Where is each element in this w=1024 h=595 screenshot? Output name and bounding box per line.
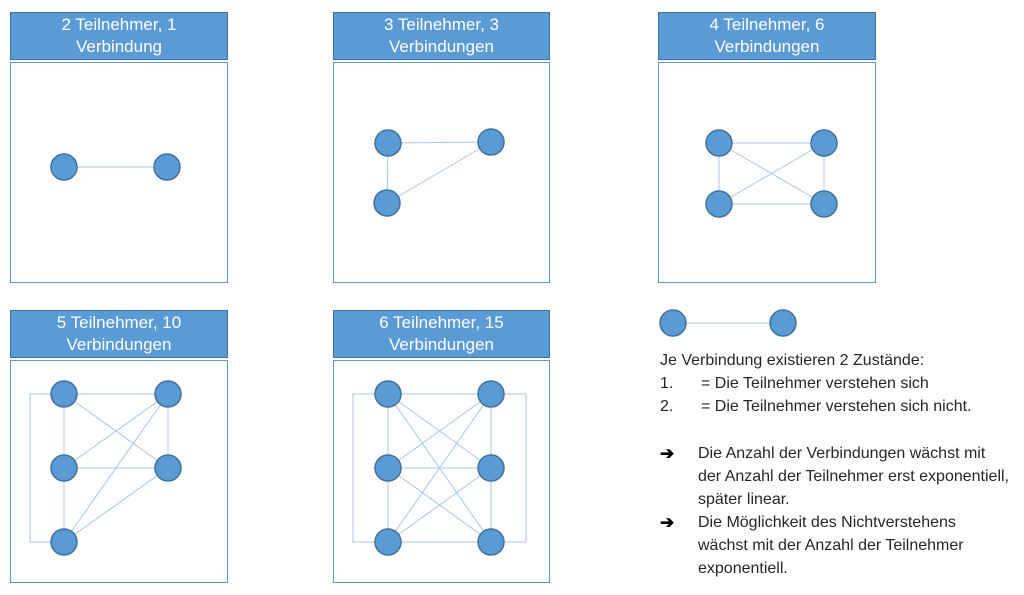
participant-node bbox=[50, 528, 78, 556]
connection-line bbox=[387, 393, 492, 543]
connection-line bbox=[63, 393, 169, 543]
participant-node bbox=[153, 153, 181, 181]
panel-title-line-1: 6 Teilnehmer, 15 bbox=[379, 313, 504, 332]
participant-node bbox=[477, 528, 505, 556]
arrow-bullet-2: ➔ Die Möglichkeit des Nichtverstehens wä… bbox=[660, 511, 1012, 580]
numbered-item-1: 1. = Die Teilnehmer verstehen sich bbox=[660, 372, 1012, 395]
participant-node bbox=[374, 380, 402, 408]
participant-node bbox=[373, 189, 401, 217]
graph-panel-5-teilnehmer: 5 Teilnehmer, 10 Verbindungen bbox=[10, 310, 228, 583]
graph-svg bbox=[705, 129, 838, 218]
participant-node bbox=[374, 129, 402, 157]
graph-panel-4-teilnehmer: 4 Teilnehmer, 6 Verbindungen bbox=[658, 12, 876, 283]
participant-node bbox=[705, 129, 733, 157]
notes-intro: Je Verbindung existieren 2 Zustände: bbox=[660, 352, 925, 369]
panel-title-bar: 5 Teilnehmer, 10 Verbindungen bbox=[10, 310, 228, 358]
participant-node bbox=[154, 380, 182, 408]
panel-title-line-1: 4 Teilnehmer, 6 bbox=[709, 15, 825, 34]
numbered-item-2: 2. = Die Teilnehmer verstehen sich nicht… bbox=[660, 395, 1012, 418]
numbered-item-1-text: = Die Teilnehmer verstehen sich bbox=[701, 375, 929, 392]
graph-svg bbox=[29, 380, 182, 556]
graph-panel-2-teilnehmer: 2 Teilnehmer, 1 Verbindung bbox=[10, 12, 228, 283]
graph-svg bbox=[352, 380, 527, 556]
participant-node bbox=[374, 454, 402, 482]
numbered-item-1-number: 1. bbox=[660, 375, 674, 392]
connection-line-bracket bbox=[352, 393, 388, 543]
graph-svg bbox=[373, 128, 505, 217]
panel-graph-area bbox=[658, 62, 876, 283]
panel-title-bar: 3 Teilnehmer, 3 Verbindungen bbox=[333, 12, 550, 60]
panel-graph-area bbox=[10, 360, 228, 583]
arrow-bullet-1-text: Die Anzahl der Verbindungen wächst mit d… bbox=[698, 445, 1009, 508]
panel-graph-area bbox=[333, 62, 550, 283]
participant-node bbox=[477, 380, 505, 408]
participant-node bbox=[810, 190, 838, 218]
arrow-icon: ➔ bbox=[660, 444, 675, 463]
panel-graph-area bbox=[10, 62, 228, 283]
numbered-item-2-text: = Die Teilnehmer verstehen sich nicht. bbox=[701, 398, 972, 415]
connection-line bbox=[387, 141, 492, 144]
connection-line-bracket bbox=[29, 393, 64, 543]
panel-title-line-2: Verbindungen bbox=[66, 335, 172, 354]
arrow-bullet-list: ➔ Die Anzahl der Verbindungen wächst mit… bbox=[660, 442, 1012, 580]
participant-node bbox=[769, 309, 797, 337]
graph-panel-6-teilnehmer: 6 Teilnehmer, 15 Verbindungen bbox=[333, 310, 550, 583]
graph-svg bbox=[659, 309, 797, 337]
connection-line bbox=[718, 142, 825, 205]
arrow-bullet-2-text: Die Möglichkeit des Nichtverstehens wäch… bbox=[698, 514, 964, 577]
connection-line-bracket bbox=[491, 393, 527, 543]
graph-panel-3-teilnehmer: 3 Teilnehmer, 3 Verbindungen bbox=[333, 12, 550, 283]
connection-line bbox=[387, 467, 492, 543]
panel-title-line-2: Verbindungen bbox=[389, 37, 494, 56]
participant-node bbox=[374, 528, 402, 556]
graph-svg bbox=[50, 153, 181, 181]
participant-node bbox=[154, 454, 182, 482]
panel-graph-area bbox=[333, 360, 550, 583]
panel-title-line-2: Verbindungen bbox=[714, 37, 820, 56]
participant-node bbox=[810, 129, 838, 157]
participant-node bbox=[50, 380, 78, 408]
participant-node bbox=[705, 190, 733, 218]
panel-title-bar: 2 Teilnehmer, 1 Verbindung bbox=[10, 12, 228, 60]
connection-line bbox=[387, 393, 492, 469]
panel-title-line-2: Verbindungen bbox=[389, 335, 494, 354]
participant-node bbox=[659, 309, 687, 337]
participant-node bbox=[50, 454, 78, 482]
arrow-bullet-1: ➔ Die Anzahl der Verbindungen wächst mit… bbox=[660, 442, 1012, 511]
participant-node bbox=[477, 454, 505, 482]
panel-title-bar: 6 Teilnehmer, 15 Verbindungen bbox=[333, 310, 550, 358]
connection-line bbox=[386, 141, 492, 204]
numbered-item-2-number: 2. bbox=[660, 398, 674, 415]
panel-title-line-1: 5 Teilnehmer, 10 bbox=[56, 313, 182, 332]
participant-node bbox=[50, 153, 78, 181]
participant-node bbox=[477, 128, 505, 156]
panel-title-line-2: Verbindung bbox=[75, 37, 163, 56]
panel-title-line-1: 3 Teilnehmer, 3 bbox=[384, 15, 499, 34]
legend-connection-graphic bbox=[658, 308, 800, 338]
connection-line bbox=[63, 393, 169, 469]
panel-title-line-1: 2 Teilnehmer, 1 bbox=[61, 15, 177, 34]
panel-title-bar: 4 Teilnehmer, 6 Verbindungen bbox=[658, 12, 876, 60]
connection-line bbox=[63, 467, 169, 543]
notes-block: Je Verbindung existieren 2 Zustände: 1. … bbox=[660, 349, 1012, 580]
arrow-icon: ➔ bbox=[660, 513, 675, 532]
